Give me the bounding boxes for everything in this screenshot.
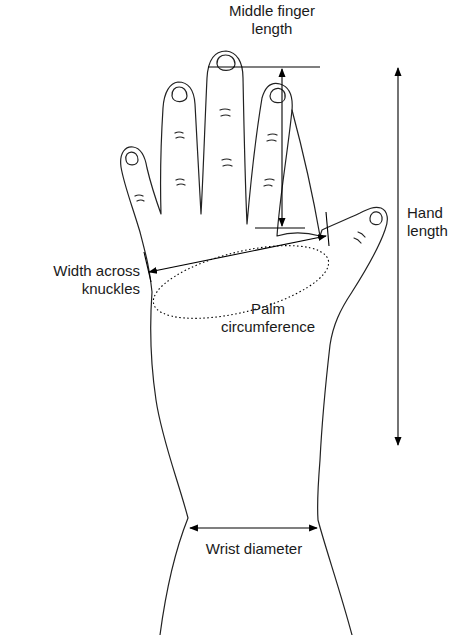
dimension-arrow [397,68,398,445]
extension-line [326,212,329,246]
dimension-arrow [281,69,282,226]
dimension-label: Palm circumference [208,300,328,336]
hand-outline [121,51,388,635]
palm-circumference-ellipse [146,231,335,333]
dimension-label: Middle finger length [218,2,326,38]
dimension-label: Wrist diameter [198,540,310,558]
extension-line [208,66,320,67]
dimension-arrow [149,236,326,272]
dimension-label: Width across knuckles [2,262,140,298]
extension-line [255,227,305,228]
dimension-arrow [190,527,317,528]
dimension-label: Hand length [407,204,462,240]
extension-line [144,252,151,282]
